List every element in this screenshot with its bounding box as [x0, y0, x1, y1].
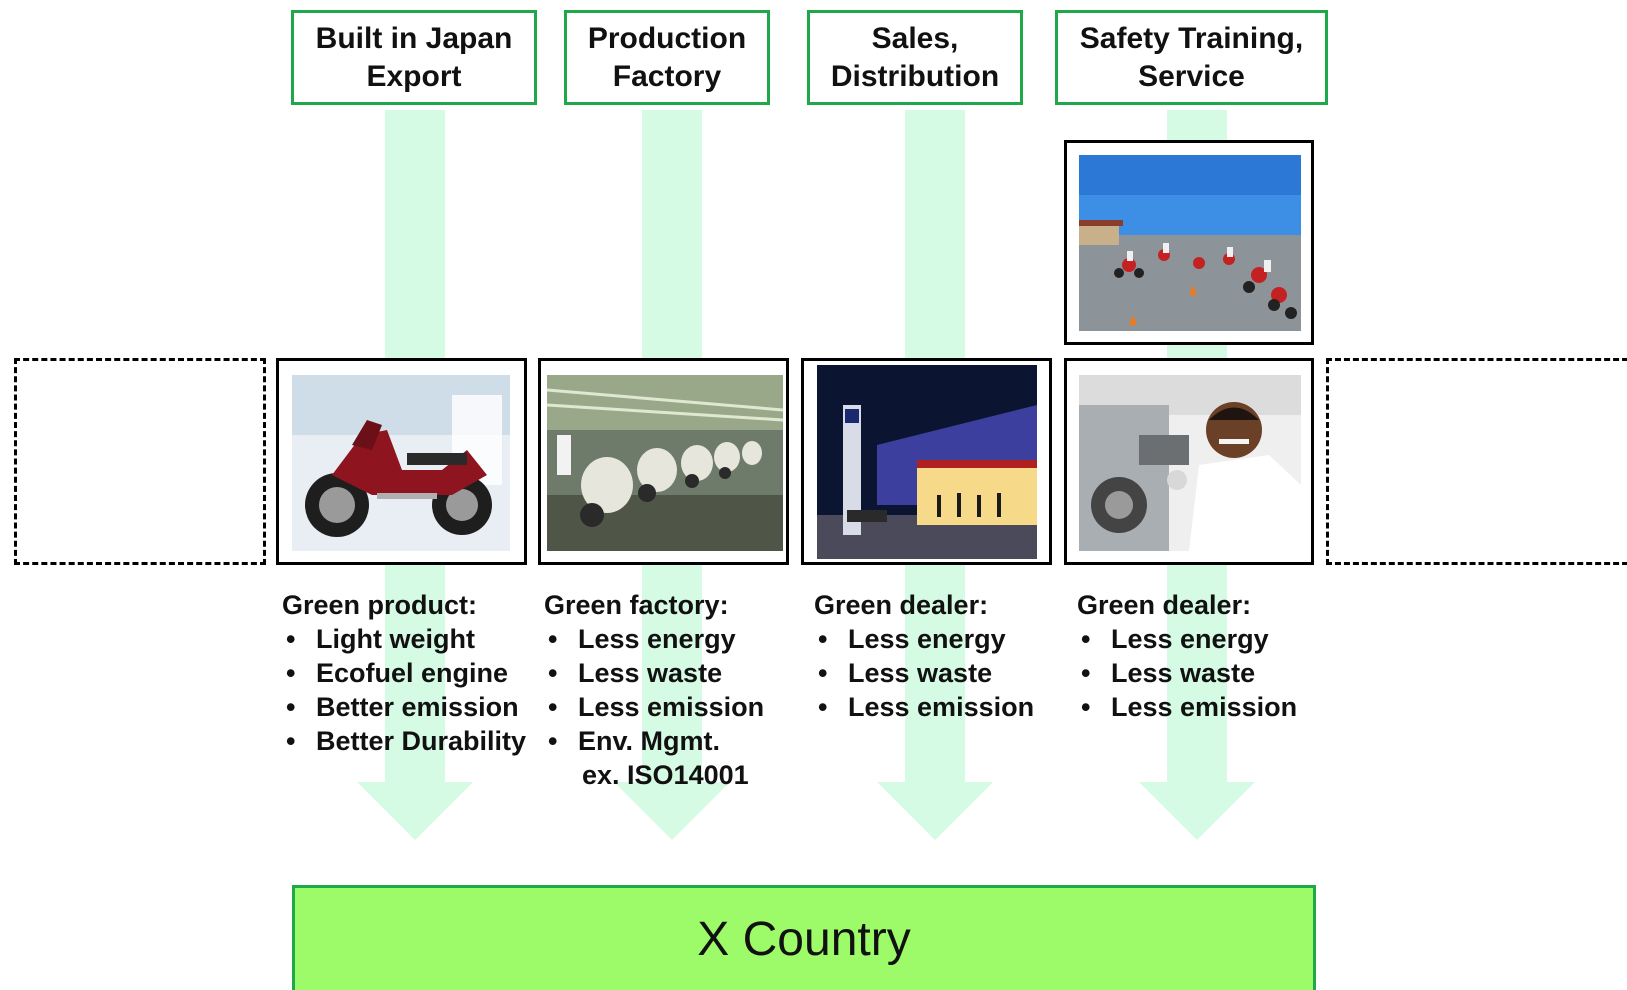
product-desc-list: Light weight Ecofuel engine Better emiss…	[282, 622, 526, 758]
list-item: Less waste	[544, 656, 764, 690]
list-item: Env. Mgmt.	[544, 724, 764, 758]
dealer-photo-frame	[801, 358, 1052, 565]
list-item: Less waste	[1077, 656, 1297, 690]
list-item: Better Durability	[282, 724, 526, 758]
list-item: Less energy	[814, 622, 1034, 656]
service-photo-frame	[1064, 358, 1314, 565]
factory-desc-iso: ex. ISO14001	[582, 760, 749, 790]
list-item: Less emission	[1077, 690, 1297, 724]
product-desc: Green product: Light weight Ecofuel engi…	[282, 588, 526, 758]
service-desc-list: Less energy Less waste Less emission	[1077, 622, 1297, 724]
country-bar: X Country	[292, 885, 1316, 990]
list-item: Less emission	[814, 690, 1034, 724]
training-photo-frame	[1064, 140, 1314, 345]
factory-desc-title: Green factory:	[544, 590, 729, 620]
list-item: Light weight	[282, 622, 526, 656]
product-photo-frame	[276, 358, 527, 565]
placeholder-frame-left	[14, 358, 266, 565]
country-label: X Country	[697, 912, 911, 966]
dealer-photo	[817, 365, 1037, 559]
dealer-desc: Green dealer: Less energy Less waste Les…	[814, 588, 1034, 724]
list-item: Less energy	[544, 622, 764, 656]
header-service: Safety Training, Service	[1055, 10, 1328, 105]
factory-photo	[547, 375, 783, 551]
product-desc-title: Green product:	[282, 590, 478, 620]
factory-desc-list: Less energy Less waste Less emission Env…	[544, 622, 764, 758]
header-export: Built in Japan Export	[291, 10, 537, 105]
training-photo	[1079, 155, 1301, 331]
factory-desc: Green factory: Less energy Less waste Le…	[544, 588, 764, 792]
service-desc-title: Green dealer:	[1077, 590, 1252, 620]
factory-photo-frame	[538, 358, 789, 565]
dealer-desc-list: Less energy Less waste Less emission	[814, 622, 1034, 724]
list-item: Less waste	[814, 656, 1034, 690]
mechanic-photo	[1079, 375, 1301, 551]
list-item: Ecofuel engine	[282, 656, 526, 690]
list-item: Less emission	[544, 690, 764, 724]
dealer-desc-title: Green dealer:	[814, 590, 989, 620]
list-item: Less energy	[1077, 622, 1297, 656]
placeholder-frame-right	[1326, 358, 1627, 565]
header-production: Production Factory	[564, 10, 770, 105]
list-item: Better emission	[282, 690, 526, 724]
scooter-photo	[292, 375, 510, 551]
service-desc: Green dealer: Less energy Less waste Les…	[1077, 588, 1297, 724]
header-sales: Sales, Distribution	[807, 10, 1023, 105]
